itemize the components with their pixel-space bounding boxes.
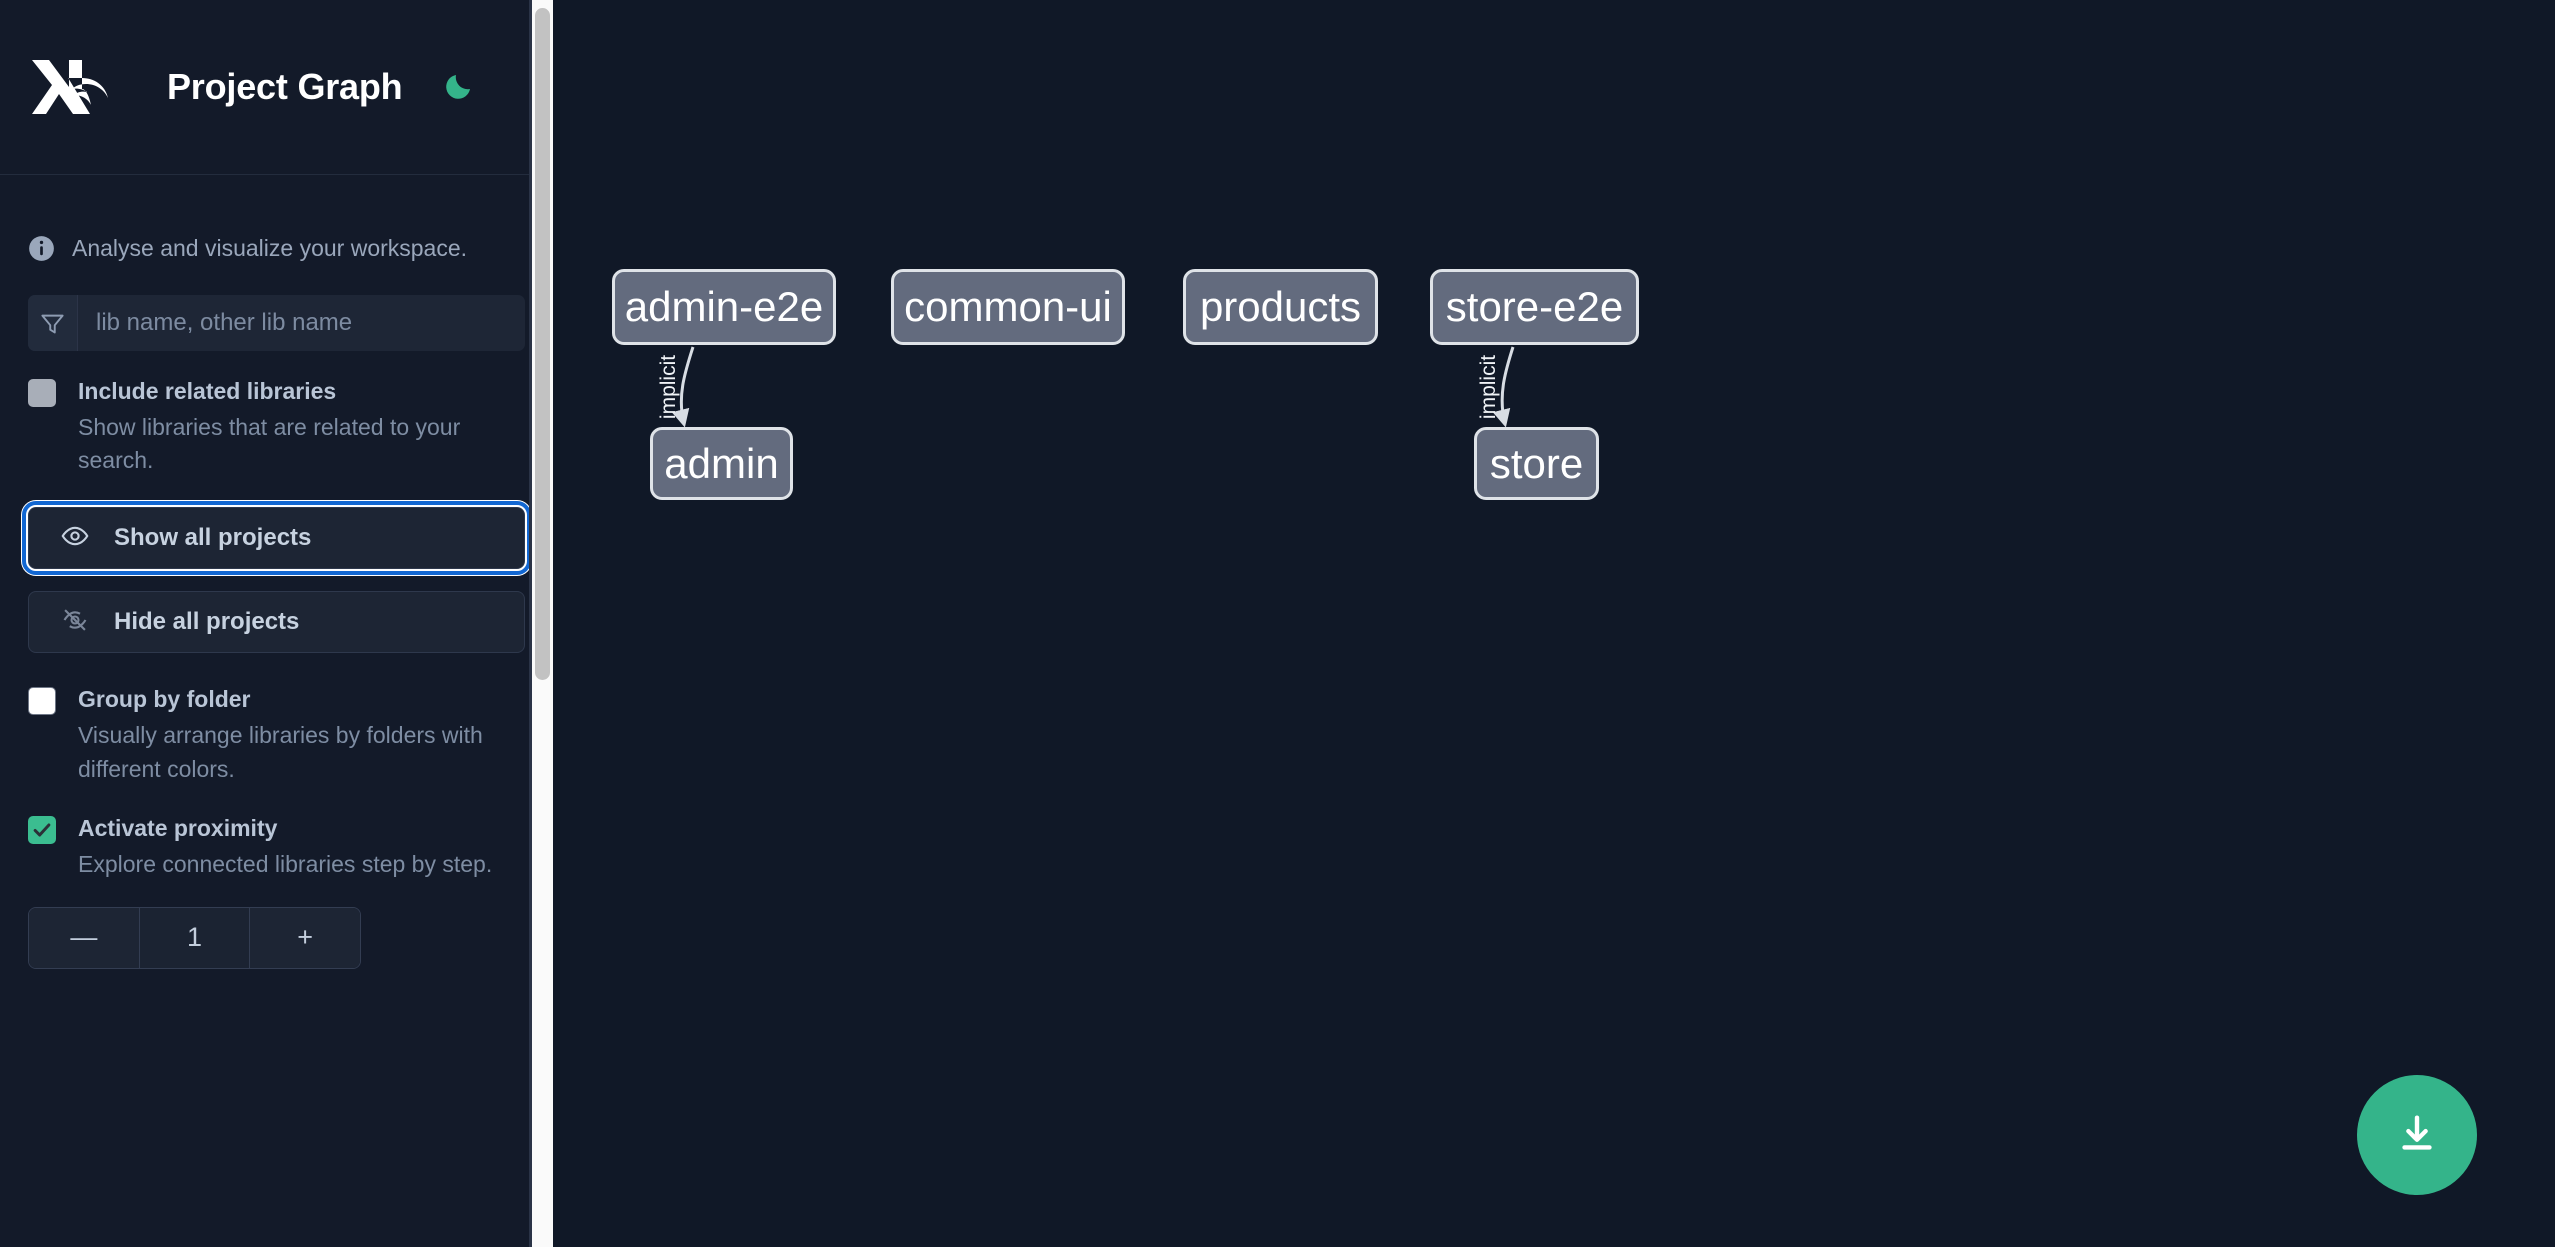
project-visibility-buttons: Show all projects Hide all projects (0, 477, 553, 654)
graph-canvas[interactable]: implicit implicit admin-e2e common-ui pr… (553, 0, 2555, 1247)
sidebar-divider (529, 0, 532, 1247)
sidebar-scrollbar-thumb[interactable] (535, 8, 550, 680)
eye-icon (61, 522, 89, 555)
moon-icon[interactable] (438, 67, 478, 107)
proximity-stepper: — 1 + (28, 906, 361, 969)
nx-logo-icon (28, 56, 122, 118)
hide-all-projects-button[interactable]: Hide all projects (28, 591, 525, 654)
option-title: Group by folder (78, 686, 251, 713)
show-all-projects-button[interactable]: Show all projects (22, 501, 531, 576)
funnel-icon (28, 295, 78, 351)
edge-label-implicit: implicit (657, 355, 680, 419)
include-related-libraries-checkbox[interactable] (28, 379, 56, 407)
download-button[interactable] (2357, 1075, 2477, 1195)
workspace-description-text: Analyse and visualize your workspace. (72, 234, 468, 261)
option-activate-proximity: Activate proximity Explore connected lib… (0, 786, 553, 881)
filter-input[interactable] (78, 295, 525, 351)
stepper-decrement-button[interactable]: — (29, 907, 139, 968)
edge-admin-e2e-admin (671, 346, 695, 428)
stepper-increment-button[interactable]: + (250, 907, 360, 968)
option-title: Activate proximity (78, 814, 278, 841)
graph-edges: implicit implicit (657, 346, 1515, 428)
option-description: Explore connected libraries step by step… (78, 850, 493, 877)
sidebar-scrollbar[interactable] (532, 0, 553, 1247)
show-all-projects-label: Show all projects (114, 524, 312, 552)
eye-off-icon (61, 606, 89, 639)
graph-node-common-ui[interactable]: common-ui (891, 269, 1125, 345)
edge-store-e2e-store (1492, 346, 1515, 428)
proximity-stepper-wrap: — 1 + (0, 881, 553, 969)
download-icon (2394, 1111, 2440, 1160)
filter-row (0, 277, 553, 351)
sidebar-header: Project Graph (0, 0, 553, 175)
graph-node-admin-e2e[interactable]: admin-e2e (612, 269, 836, 345)
hide-all-projects-label: Hide all projects (114, 608, 300, 636)
option-title: Include related libraries (78, 378, 337, 404)
option-description: Show libraries that are related to your … (78, 413, 461, 474)
graph-node-store-e2e[interactable]: store-e2e (1430, 269, 1639, 345)
edge-label-implicit: implicit (1477, 355, 1500, 419)
group-by-folder-checkbox[interactable] (28, 687, 56, 716)
graph-node-store[interactable]: store (1474, 427, 1599, 500)
graph-node-admin[interactable]: admin (650, 427, 793, 500)
page-title: Project Graph (167, 66, 403, 107)
graph-node-products[interactable]: products (1183, 269, 1378, 345)
workspace-description: Analyse and visualize your workspace. (0, 175, 553, 277)
filter-box[interactable] (28, 295, 525, 351)
option-include-related-libraries: Include related libraries Show libraries… (0, 351, 553, 477)
stepper-value: 1 (138, 907, 251, 968)
sidebar: Project Graph Analyse and visualize your… (0, 0, 553, 1247)
option-group-by-folder: Group by folder Visually arrange librari… (0, 653, 553, 785)
activate-proximity-checkbox[interactable] (28, 815, 56, 844)
option-description: Visually arrange libraries by folders wi… (78, 722, 483, 782)
info-icon (28, 235, 55, 262)
